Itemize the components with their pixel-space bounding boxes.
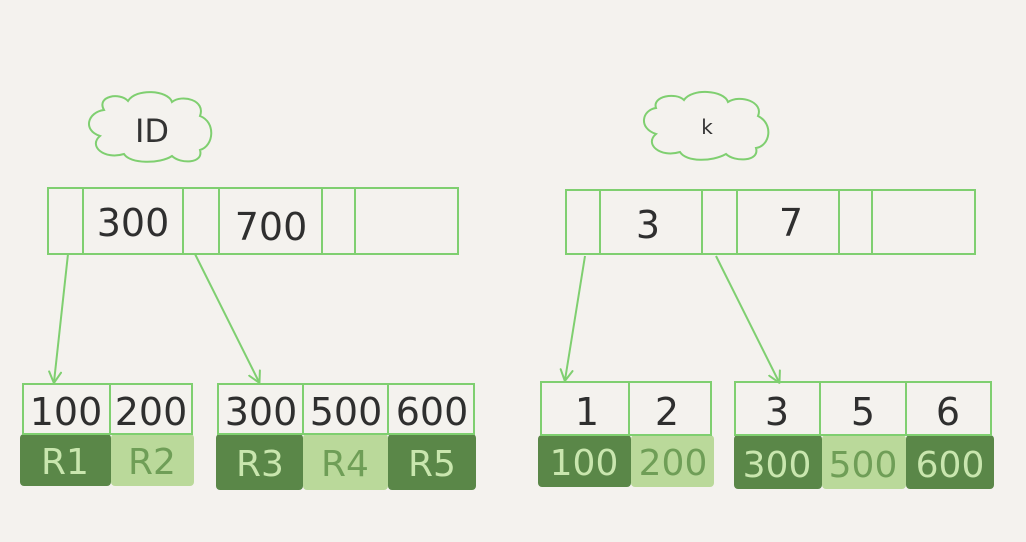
id-tree-label-cloud: ID (88, 91, 213, 163)
k-pointer-arrow (559, 255, 586, 382)
leaf-value-cell (388, 434, 476, 490)
leaf-key-outline (540, 381, 712, 436)
leaf-value-cell (303, 434, 388, 490)
leaf-key: 1 (575, 390, 599, 434)
leaf-value-cell (111, 434, 194, 486)
leaf-value-cell (734, 435, 822, 489)
k-root-key: 7 (779, 201, 803, 245)
k-leaf-node-1: 1 2 100 200 (538, 381, 714, 487)
leaf-key: 3 (765, 390, 789, 434)
id-leaf-node-2: 300 500 600 R3 R4 R5 (216, 383, 476, 490)
leaf-key: 200 (115, 390, 188, 434)
leaf-value: R1 (41, 442, 89, 483)
k-tree-label: k (701, 115, 713, 139)
leaf-value-cell (631, 435, 714, 487)
leaf-key-outline (22, 383, 193, 435)
k-tree-label-cloud: k (643, 91, 770, 161)
k-root-key: 3 (636, 203, 660, 247)
leaf-value: R5 (408, 444, 456, 485)
leaf-key: 500 (310, 390, 383, 434)
leaf-value-cell (822, 435, 906, 489)
leaf-value: 600 (916, 445, 985, 486)
leaf-value: 100 (550, 443, 619, 484)
cloud-outline (643, 91, 770, 161)
leaf-key-outline (217, 383, 475, 435)
leaf-key: 100 (30, 390, 103, 434)
leaf-key-outline (734, 381, 992, 436)
leaf-key: 5 (851, 390, 875, 434)
id-tree: ID 300 700 100 200 R1 R2 (20, 91, 476, 490)
k-pointer-arrow (715, 255, 781, 384)
leaf-value-cell (906, 435, 994, 489)
leaf-value: R2 (128, 442, 176, 483)
leaf-value: R3 (236, 444, 284, 485)
k-leaf-node-2: 3 5 6 300 500 600 (734, 381, 994, 489)
leaf-key: 6 (936, 390, 960, 434)
leaf-key: 2 (655, 390, 679, 434)
leaf-key: 300 (225, 390, 298, 434)
root-outline (47, 187, 459, 255)
id-tree-root-node (47, 187, 459, 255)
leaf-value: 200 (639, 443, 708, 484)
id-pointer-arrow (194, 253, 261, 384)
k-tree-root-node (565, 189, 976, 255)
leaf-key: 600 (396, 390, 469, 434)
leaf-value-cell (216, 434, 303, 490)
id-tree-label: ID (135, 112, 169, 150)
cloud-outline (88, 91, 213, 163)
k-tree: k 3 7 1 2 100 200 (538, 91, 994, 489)
leaf-value: 500 (829, 445, 898, 486)
id-leaf-node-1: 100 200 R1 R2 (20, 383, 194, 486)
leaf-value: 300 (743, 445, 812, 486)
leaf-value-cell (20, 434, 111, 486)
root-outline (565, 189, 976, 255)
leaf-value: R4 (321, 444, 369, 485)
id-pointer-arrow (48, 253, 69, 384)
id-root-key: 700 (235, 205, 308, 249)
id-root-key: 300 (97, 201, 170, 245)
leaf-value-cell (538, 435, 631, 487)
